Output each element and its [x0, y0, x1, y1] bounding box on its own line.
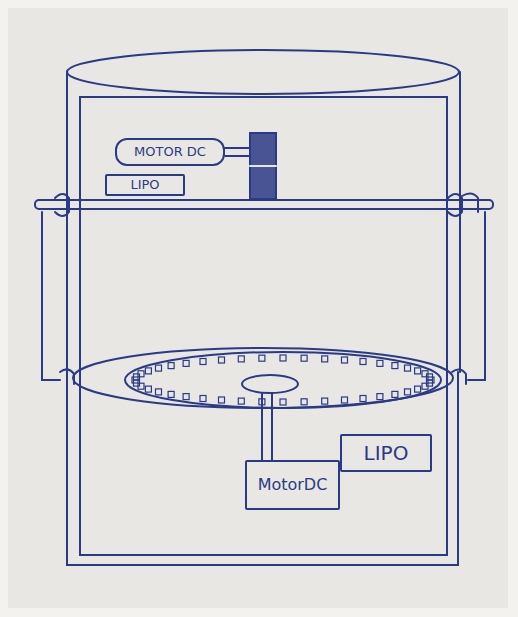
gear-tooth [322, 398, 328, 404]
inner-body [80, 372, 447, 555]
gear-tooth [183, 394, 189, 400]
gear-tooth [360, 359, 366, 365]
gear-tooth [280, 355, 286, 361]
gear-tooth [322, 356, 328, 362]
gear-tooth [415, 386, 421, 392]
side-handle [42, 212, 60, 380]
gear-tooth [200, 396, 206, 402]
box-label: LIPO [364, 442, 409, 464]
gear-tooth [392, 391, 398, 397]
motor-box: MOTOR DC [115, 138, 225, 166]
gear-shaft [261, 393, 263, 460]
gear-tooth [405, 389, 411, 395]
gear-teeth [132, 355, 434, 405]
gear-tooth [156, 389, 162, 395]
cross-rod [35, 200, 493, 209]
motor-box: MotorDC [245, 460, 340, 510]
outer-wall [66, 72, 68, 372]
box-label: MOTOR DC [134, 145, 206, 159]
lower-body [67, 372, 458, 565]
gear-tooth [238, 398, 244, 404]
rod-hook [462, 193, 478, 212]
gear-tooth [168, 391, 174, 397]
gear-tooth [183, 360, 189, 366]
shaft-coupling [250, 133, 276, 199]
gear-tooth [168, 363, 174, 369]
gear-disc [125, 352, 441, 408]
gear-tooth [342, 397, 348, 403]
side-handle [468, 212, 485, 380]
motor-shaft [225, 147, 250, 149]
battery-box: LIPO [105, 174, 185, 196]
gear-tooth [219, 397, 225, 403]
battery-box: LIPO [340, 434, 432, 472]
coupling-split [250, 165, 276, 167]
gear-tooth [377, 360, 383, 366]
gear-tooth [392, 363, 398, 369]
box-label: LIPO [130, 178, 159, 192]
gear-tooth [145, 386, 151, 392]
gear-shaft [271, 393, 273, 460]
rod-hook [55, 194, 69, 216]
gear-tooth [301, 399, 307, 405]
gear-tooth [219, 357, 225, 363]
gear-tooth [238, 356, 244, 362]
gear-tooth [427, 374, 433, 380]
gear-tooth [377, 394, 383, 400]
gear-tooth [405, 365, 411, 371]
gear-tooth [259, 355, 265, 361]
gear-hole [242, 375, 298, 393]
inner-wall [80, 97, 447, 372]
gear-tooth [200, 359, 206, 365]
gear-tooth [415, 368, 421, 374]
gear-tooth [422, 383, 428, 389]
gear-tooth [138, 371, 144, 377]
gear-tooth [301, 355, 307, 361]
gear-tooth [342, 357, 348, 363]
gear-tooth [156, 365, 162, 371]
lid-ellipse [67, 50, 459, 94]
motor-shaft [225, 155, 250, 157]
gear-tooth [360, 396, 366, 402]
rod-hook [448, 194, 462, 216]
gear-tooth [280, 399, 286, 405]
outer-wall [459, 72, 461, 372]
box-label: MotorDC [258, 476, 328, 494]
gear-tooth [145, 368, 151, 374]
